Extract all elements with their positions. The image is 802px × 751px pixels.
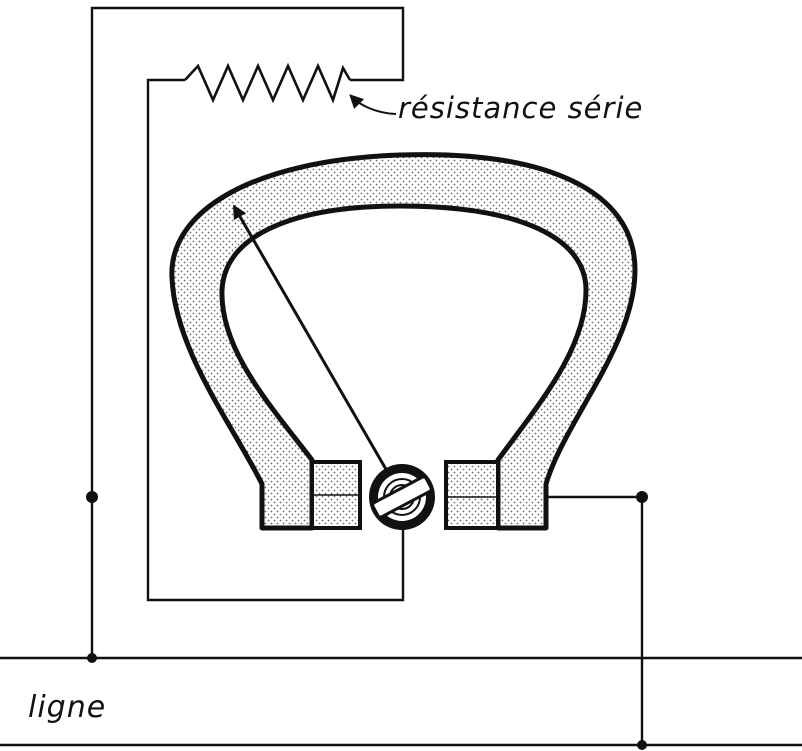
needle-pointer <box>232 204 404 498</box>
coil-terminal-right <box>444 460 500 530</box>
coil-terminal-left <box>310 460 362 530</box>
outer-wire <box>90 6 405 658</box>
series-resistor <box>184 62 352 104</box>
resistor-label-leader <box>349 94 397 115</box>
pivot-spring <box>369 464 435 530</box>
resistance-label: résistance série <box>398 91 644 125</box>
junction-dot-left-line <box>87 653 97 663</box>
junction-dot-right-upper <box>636 491 648 503</box>
right-wire <box>546 495 644 745</box>
stippled-coil <box>169 152 638 531</box>
line-conductors <box>0 656 802 747</box>
line-label: ligne <box>28 690 107 725</box>
inner-wire <box>146 78 405 602</box>
junction-dot-left-upper <box>86 491 98 503</box>
junction-dot-right-line <box>637 740 647 750</box>
